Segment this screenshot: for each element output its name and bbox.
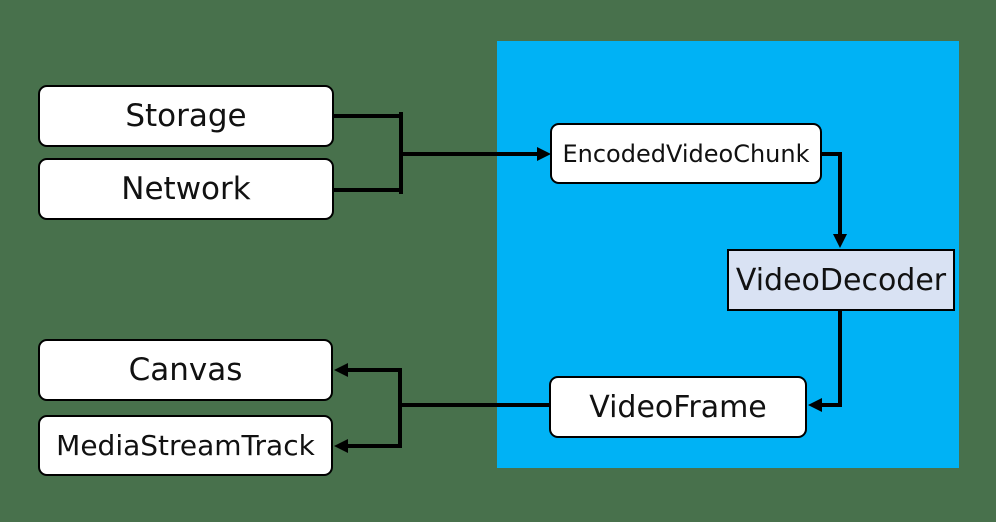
arrowhead-into-decoder (833, 234, 847, 248)
connector-chunk-to-decoder (820, 152, 842, 243)
node-storage: Storage (38, 85, 334, 147)
node-canvas: Canvas (38, 339, 333, 401)
connector-frame-to-sinks (346, 368, 551, 448)
node-video-frame: VideoFrame (549, 376, 807, 438)
arrowhead-into-chunk (537, 147, 551, 161)
node-encoded-video-chunk: EncodedVideoChunk (550, 123, 822, 184)
arrowhead-into-canvas (334, 363, 348, 377)
node-media-stream-track: MediaStreamTrack (38, 415, 333, 476)
node-video-decoder: VideoDecoder (727, 249, 955, 311)
connector-decoder-to-frame (820, 309, 842, 407)
arrowhead-into-frame (808, 398, 822, 412)
node-network: Network (38, 158, 334, 220)
arrowhead-into-media-stream-track (334, 439, 348, 453)
connector-sources-to-chunk (332, 112, 539, 194)
